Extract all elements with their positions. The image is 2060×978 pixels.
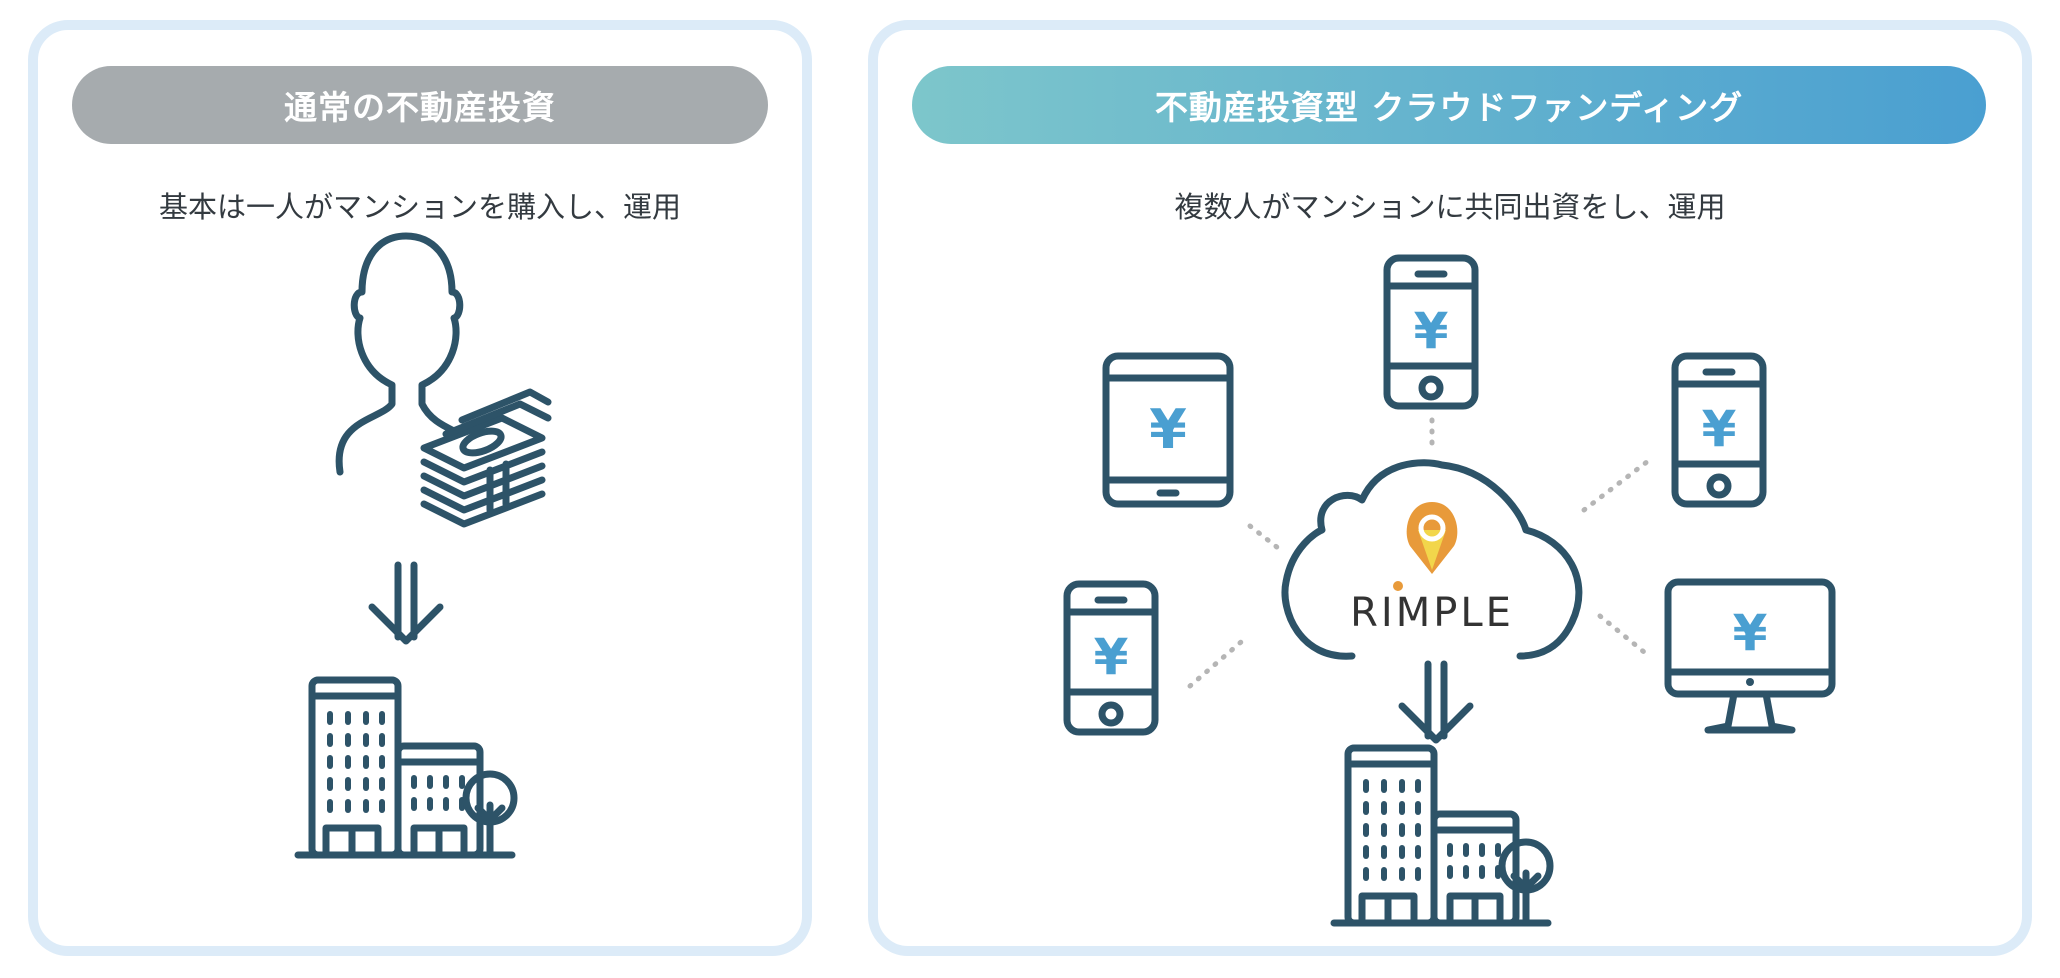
tablet-icon: ¥ (1102, 352, 1234, 508)
person-icon (335, 232, 464, 476)
conventional-investment-description: 基本は一人がマンションを購入し、運用 (158, 190, 681, 224)
down-arrow-icon (1402, 664, 1470, 740)
crowdfunding-description: 複数人がマンションに共同出資をし、運用 (1174, 190, 1726, 224)
down-arrow-icon (372, 565, 440, 641)
rimple-logo-text: RIMPLE (1350, 590, 1514, 636)
yen-icon: ¥ (1414, 302, 1449, 360)
monitor-icon: ¥ (1664, 578, 1836, 734)
yen-icon: ¥ (1149, 398, 1187, 461)
yen-icon: ¥ (1702, 400, 1737, 458)
yen-icon: ¥ (1733, 604, 1768, 662)
conventional-investment-panel (28, 20, 812, 956)
conventional-investment-title: 通常の不動産投資 (72, 66, 768, 144)
yen-icon: ¥ (1094, 628, 1129, 686)
building-icon (298, 680, 514, 855)
smartphone-icon: ¥ (1671, 352, 1767, 508)
smartphone-icon: ¥ (1063, 580, 1159, 736)
crowdfunding-title: 不動産投資型 クラウドファンディング (912, 66, 1986, 144)
cloud-icon (1281, 459, 1583, 660)
crowdfunding-panel (868, 20, 2032, 956)
rimple-logo-mark (1393, 502, 1458, 591)
smartphone-icon: ¥ (1383, 254, 1479, 410)
connection-lines (1187, 417, 1655, 689)
building-icon (1334, 748, 1550, 923)
cash-stack-icon (420, 388, 552, 528)
